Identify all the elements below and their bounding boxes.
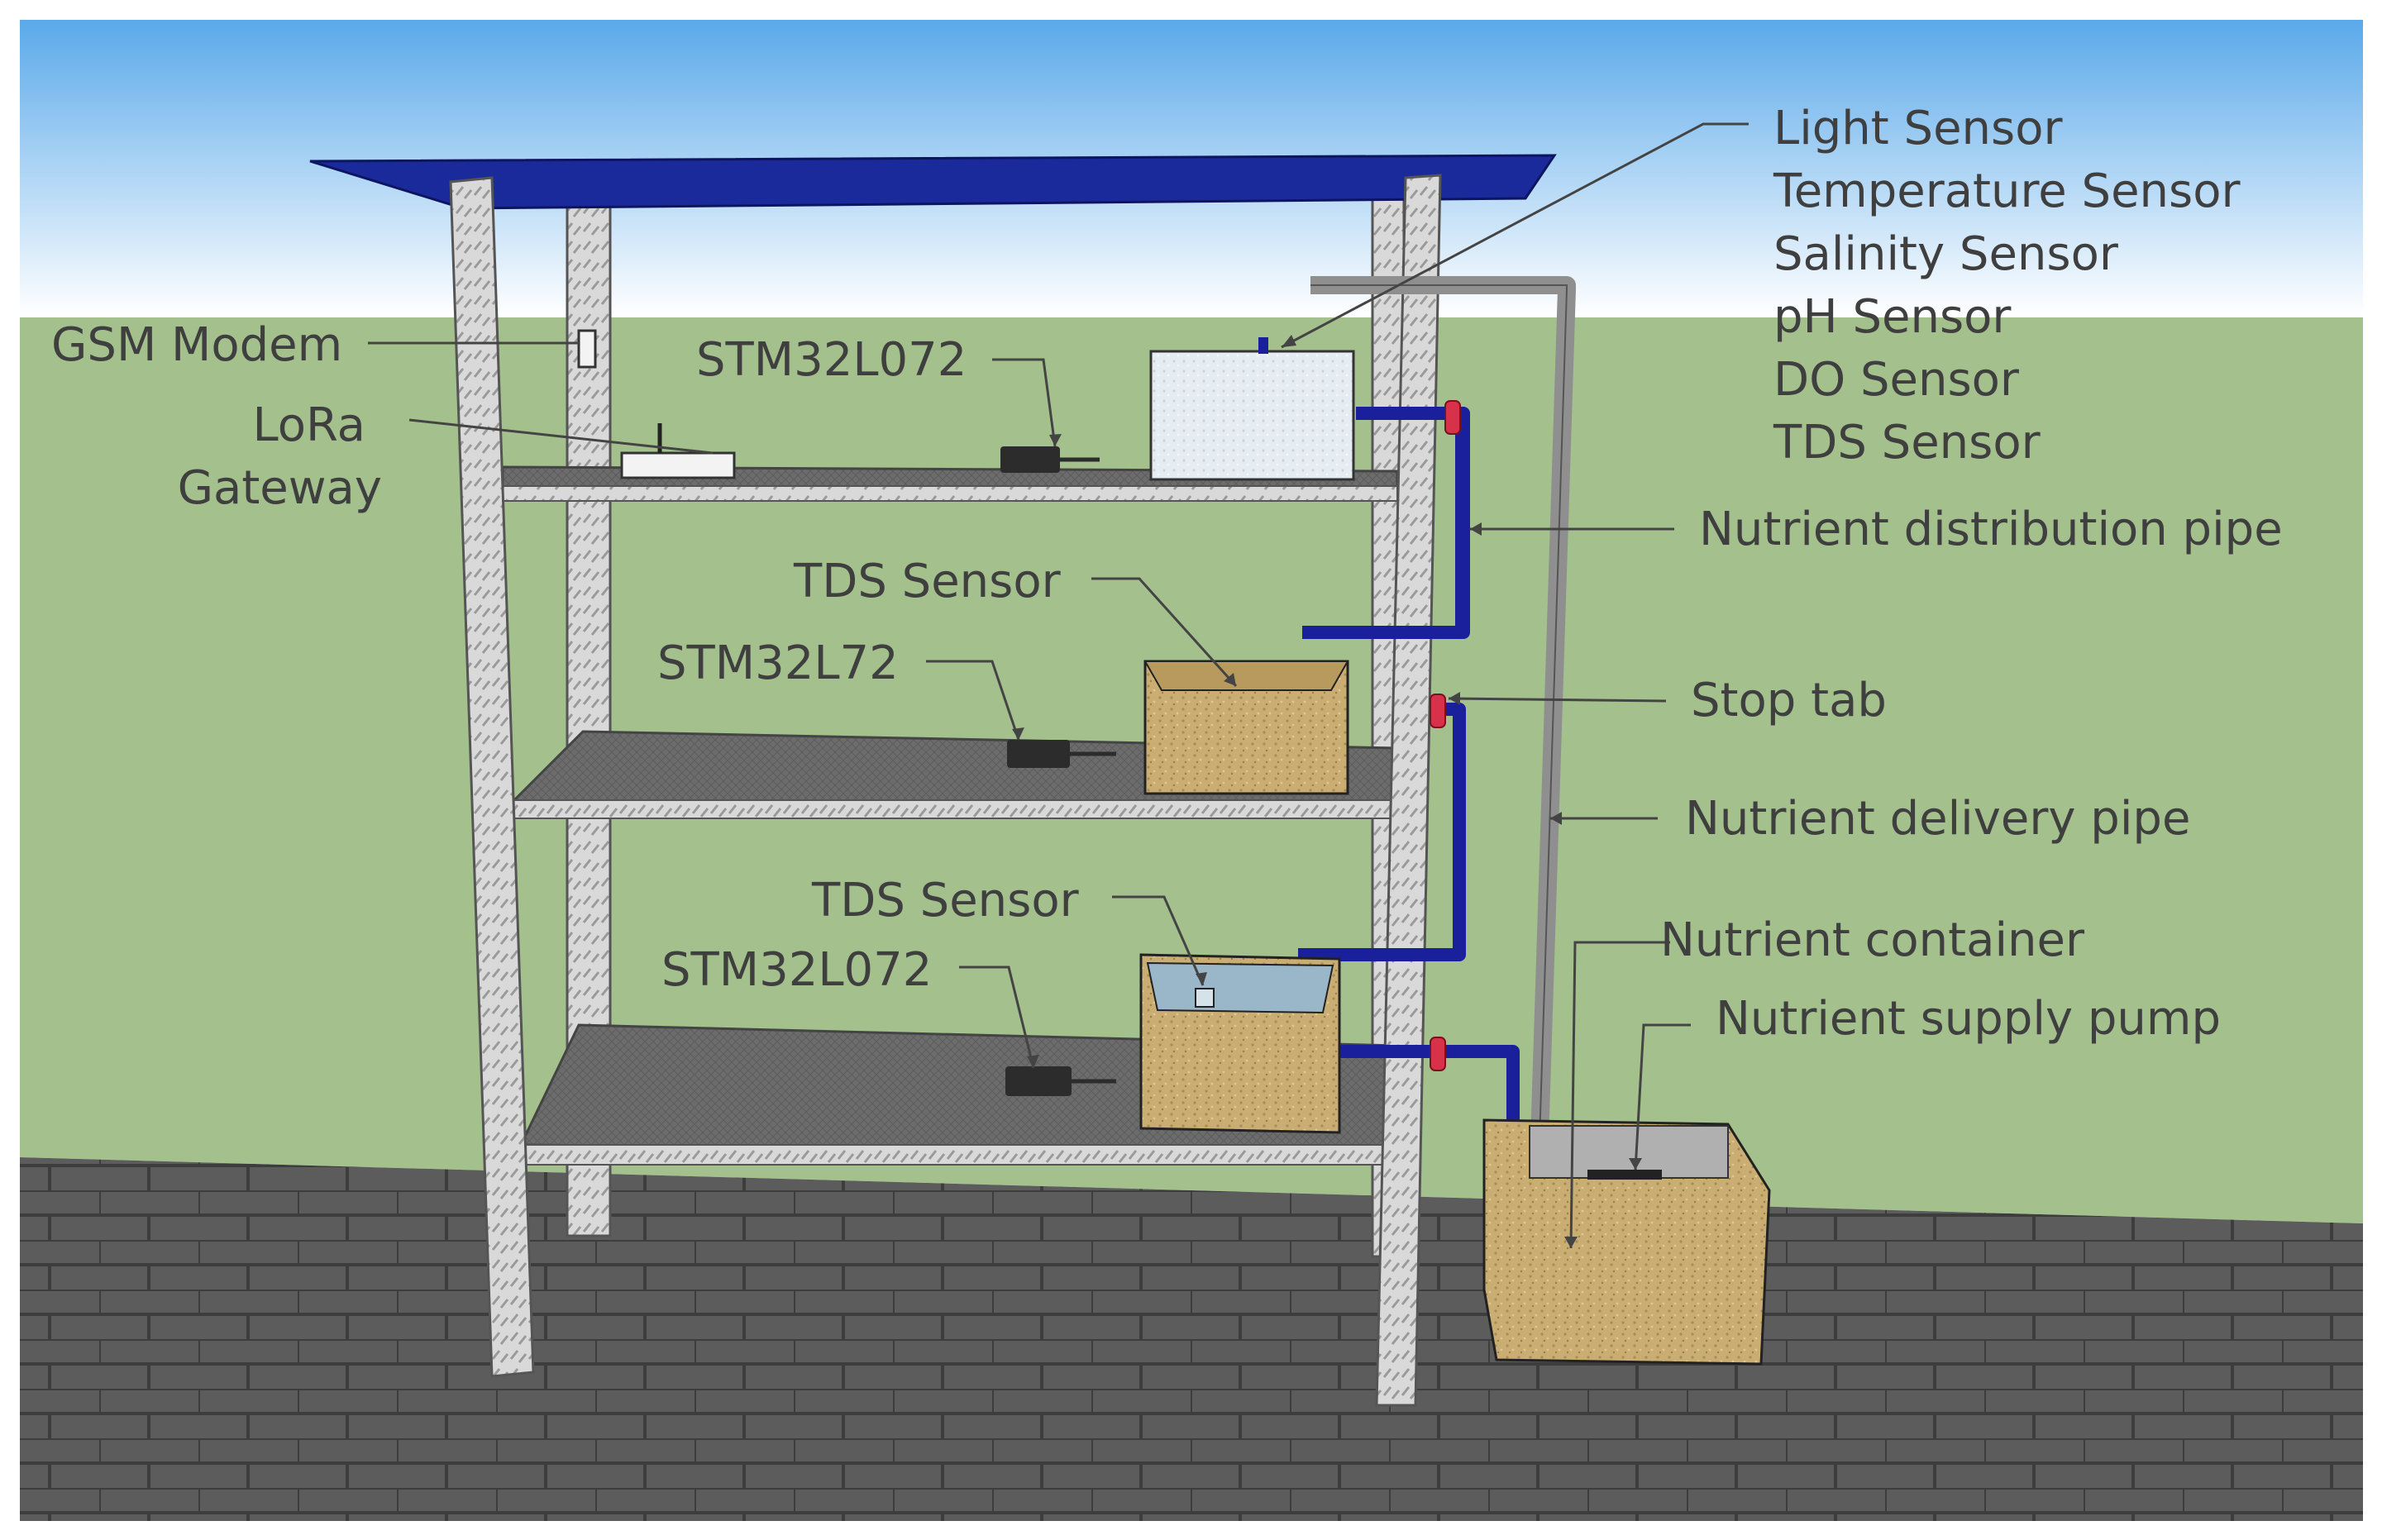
leader-lora-gateway [408, 418, 714, 455]
nutrient-container [1482, 1118, 1771, 1366]
label-do-sensor: DO Sensor [1773, 353, 2019, 407]
leader-container [1569, 941, 1670, 1249]
valve-bottom [1430, 1037, 1446, 1071]
floor [20, 1157, 2363, 1521]
label-stm-top: STM32L072 [696, 333, 967, 387]
leader-tds-middle [1091, 577, 1238, 688]
leader-stm-top [992, 358, 1057, 447]
label-temperature-sensor: Temperature Sensor [1773, 164, 2241, 218]
label-tds-middle: TDS Sensor [794, 555, 1061, 608]
label-delivery-pipe: Nutrient delivery pipe [1685, 792, 2191, 846]
stm-board-middle [1007, 740, 1070, 768]
label-stop-tab: Stop tab [1691, 674, 1887, 727]
valve-top [1444, 400, 1461, 435]
valve-middle [1430, 694, 1446, 728]
label-light-sensor: Light Sensor [1773, 102, 2063, 155]
lora-gateway-device [620, 451, 736, 479]
label-lora-gateway-line1: LoRa [252, 398, 365, 452]
label-stm-middle: STM32L72 [657, 637, 899, 690]
leader-lines [368, 122, 1749, 1249]
label-stm-bottom: STM32L072 [661, 943, 933, 997]
label-nutrient-container: Nutrient container [1660, 913, 2084, 967]
sensor-tank [1149, 350, 1355, 481]
leader-sensors [1281, 122, 1749, 349]
label-ph-sensor: pH Sensor [1773, 290, 2012, 344]
stm-board-bottom [1005, 1066, 1072, 1096]
grow-box-bottom [1139, 953, 1341, 1134]
label-distribution-pipe: Nutrient distribution pipe [1699, 503, 2283, 556]
leader-stm-bottom [959, 965, 1035, 1069]
leader-stop-tab [1448, 697, 1667, 703]
label-lora-gateway-line2: Gateway [177, 461, 382, 515]
label-tds-bottom: TDS Sensor [812, 874, 1079, 927]
gsm-modem-device [577, 329, 597, 369]
leader-stm-middle [926, 660, 1020, 741]
leader-tds-bottom [1112, 895, 1205, 986]
front-post-right [1375, 174, 1442, 1407]
leader-pump [1634, 1023, 1691, 1170]
grow-box-middle [1143, 660, 1349, 795]
label-gsm-modem: GSM Modem [51, 318, 343, 372]
stm-board-top [1000, 446, 1060, 473]
roof [309, 154, 1557, 210]
front-post-left [449, 176, 535, 1378]
label-supply-pump: Nutrient supply pump [1716, 992, 2222, 1046]
label-tds-sensor-top: TDS Sensor [1773, 416, 2041, 470]
arrow-heads [1012, 335, 1642, 1248]
label-salinity-sensor: Salinity Sensor [1773, 227, 2118, 281]
